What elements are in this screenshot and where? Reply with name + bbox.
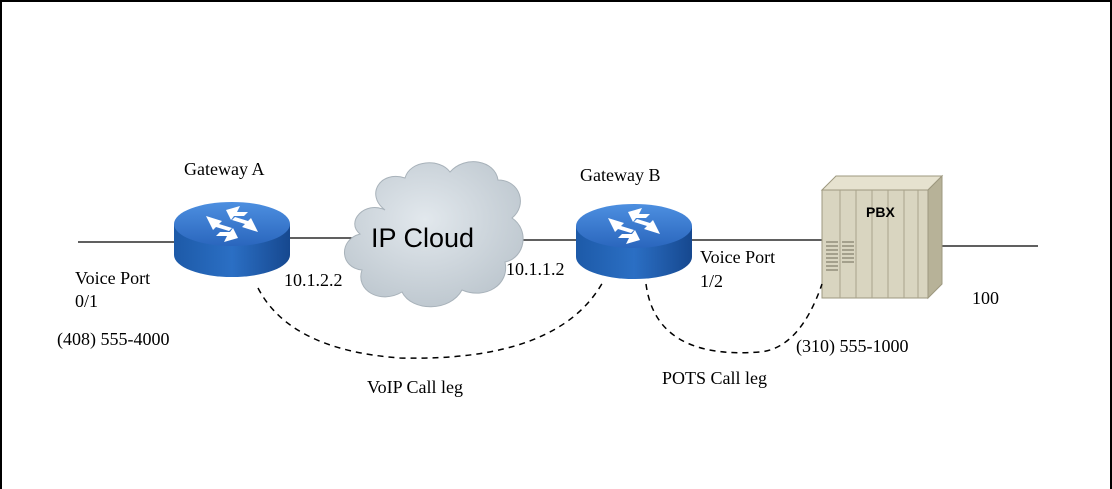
voice-port-a-number: 0/1 xyxy=(75,291,98,311)
voice-port-b-number: 1/2 xyxy=(700,271,723,291)
extension-label: 100 xyxy=(972,288,999,308)
pots-call-leg-path xyxy=(645,283,823,354)
voice-port-a-label: Voice Port xyxy=(75,268,150,288)
phone-number-b: (310) 555-1000 xyxy=(796,336,908,357)
gateway-a-router-icon xyxy=(174,202,290,277)
voice-port-b-label: Voice Port xyxy=(700,247,775,267)
gateway-a-label: Gateway A xyxy=(184,159,264,179)
voip-call-leg-label: VoIP Call leg xyxy=(367,377,463,397)
pbx-label: PBX xyxy=(866,204,895,220)
gateway-b-router-icon xyxy=(576,204,692,279)
ip-cloud-icon xyxy=(344,161,524,308)
voip-call-leg-path xyxy=(257,279,605,359)
pots-call-leg-label: POTS Call leg xyxy=(662,368,767,388)
ip-address-a: 10.1.2.2 xyxy=(284,270,343,290)
ip-address-b: 10.1.1.2 xyxy=(506,259,565,279)
pbx-cabinet-icon xyxy=(820,174,944,300)
ip-cloud-label: IP Cloud xyxy=(371,223,474,253)
gateway-b-label: Gateway B xyxy=(580,165,660,185)
phone-number-a: (408) 555-4000 xyxy=(57,329,169,350)
